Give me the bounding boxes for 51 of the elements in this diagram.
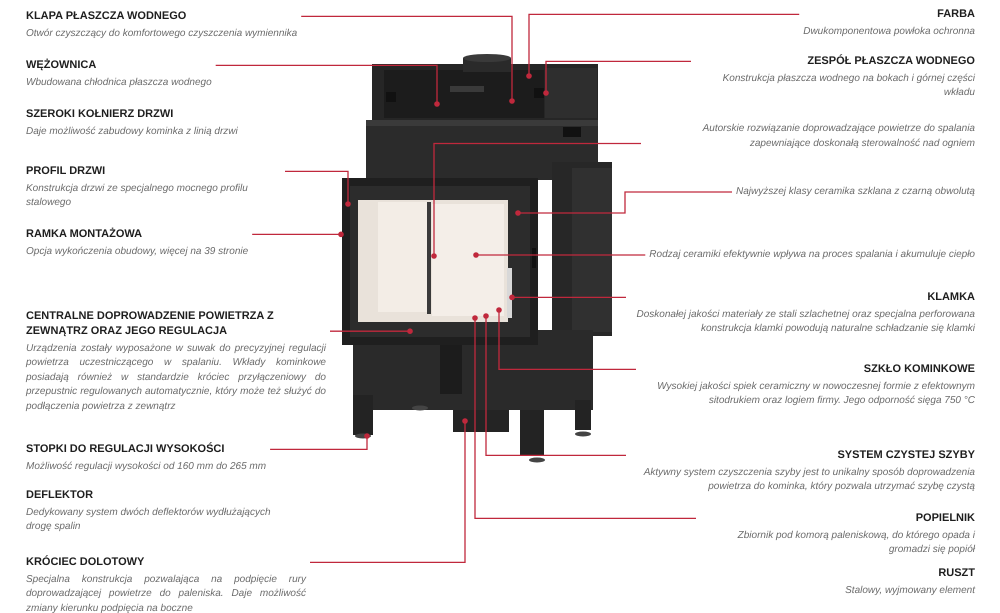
part-heading: CENTRALNE DOPROWADZENIE POWIETRZA Z ZEWNĄTRZ ORAZ JEGO REGULACJA [26, 309, 275, 339]
part-description: Urządzenia zostały wyposażone w suwak do precyzyjnej regulacji powietrza uczestniczącego w spalaniu. Wkłady kominkowe posiadają również w standardzie króciec przyłączeniowy do przepustnic regulowanych automatycznie, który może też służyć do podłączenia powietrza z zewnątrz [26, 342, 326, 414]
leader-line [473, 252, 646, 258]
leader-line [270, 433, 370, 450]
part-heading: FARBA [937, 7, 975, 22]
leader-line [301, 16, 515, 104]
part-heading: DEFLEKTOR [26, 488, 94, 503]
leader-line [496, 307, 636, 370]
leader-line [330, 328, 413, 334]
part-description: Najwyższej klasy ceramika szklana z czarną obwolutą [736, 185, 975, 199]
leader-line [431, 142, 641, 259]
part-heading: ZESPÓŁ PŁASZCZA WODNEGO [807, 54, 975, 69]
part-description: Konstrukcja płaszcza wodnego na bokach i górnej części wkładu [722, 72, 975, 100]
part-description: Stalowy, wyjmowany element [845, 584, 975, 598]
part-description: Wysokiej jakości spiek ceramiczny w nowoczesnej formie z efektownym sitodrukiem oraz logiem firmy. Jego odporność sięga 750 °C [656, 380, 975, 408]
part-heading: SYSTEM CZYSTEJ SZYBY [837, 448, 975, 463]
part-description: Możliwość regulacji wysokości od 160 mm do 265 mm [26, 460, 266, 474]
part-heading: KRÓCIEC DOLOTOWY [26, 555, 144, 570]
leader-line [509, 294, 626, 300]
part-heading: STOPKI DO REGULACJI WYSOKOŚCI [26, 442, 224, 457]
part-description: Autorskie rozwiązanie doprowadzające powietrze do spalania zapewniające doskonałą sterowalność nad ogniem [701, 122, 975, 150]
part-description: Doskonałej jakości materiały ze stali szlachetnej oraz specjalna perforowana konstrukcja klamki powodują naturalne schładzanie się klamki [635, 308, 975, 336]
leader-line [526, 14, 800, 79]
part-heading: SZEROKI KOŁNIERZ DRZWI [26, 107, 174, 122]
part-heading: KLAMKA [927, 290, 975, 305]
leader-line [216, 64, 440, 107]
part-description: Wbudowana chłodnica płaszcza wodnego [26, 76, 212, 90]
leader-line [483, 313, 626, 456]
part-heading: RAMKA MONTAŻOWA [26, 227, 142, 242]
part-description: Dwukomponentowa powłoka ochronna [803, 24, 975, 39]
leader-line [252, 232, 344, 238]
part-heading: PROFIL DRZWI [26, 164, 106, 179]
part-description: Aktywny system czyszczenia szyby jest to unikalny sposób doprowadzenia powietrza do kominka, który pozwala utrzymać szybę czystą [642, 466, 975, 494]
part-heading: RUSZT [938, 566, 975, 581]
leader-line [285, 170, 351, 207]
part-heading: KLAPA PŁASZCZA WODNEGO [26, 9, 186, 24]
part-description: Daje możliwość zabudowy kominka z linią drzwi [26, 124, 238, 139]
part-description: Otwór czyszczący do komfortowego czyszczenia wymiennika [26, 26, 298, 41]
part-description: Rodzaj ceramiki efektywnie wpływa na proces spalania i akumuluje ciepło [649, 248, 975, 262]
part-heading: WĘŻOWNICA [26, 58, 96, 73]
leader-line [515, 191, 732, 216]
leader-line [310, 418, 468, 563]
part-heading: POPIELNIK [916, 511, 975, 526]
leader-line [543, 60, 691, 96]
leader-line [472, 315, 696, 519]
part-description: Opcja wykończenia obudowy, więcej na 39 stronie [26, 244, 248, 259]
part-description: Dedykowany system dwóch deflektorów wydłużających drogę spalin [26, 506, 272, 534]
part-description: Specjalna konstrukcja pozwalająca na podpięcie rury doprowadzającej powietrze do paleniska. Daje możliwość zmiany kierunku podpięcia na boczne [26, 572, 306, 613]
part-description: Konstrukcja drzwi ze specjalnego mocnego profilu stalowego [26, 182, 249, 210]
part-heading: SZKŁO KOMINKOWE [864, 362, 975, 377]
part-description: Zbiornik pod komorą paleniskową, do którego opada i gromadzi się popiół [736, 528, 975, 558]
